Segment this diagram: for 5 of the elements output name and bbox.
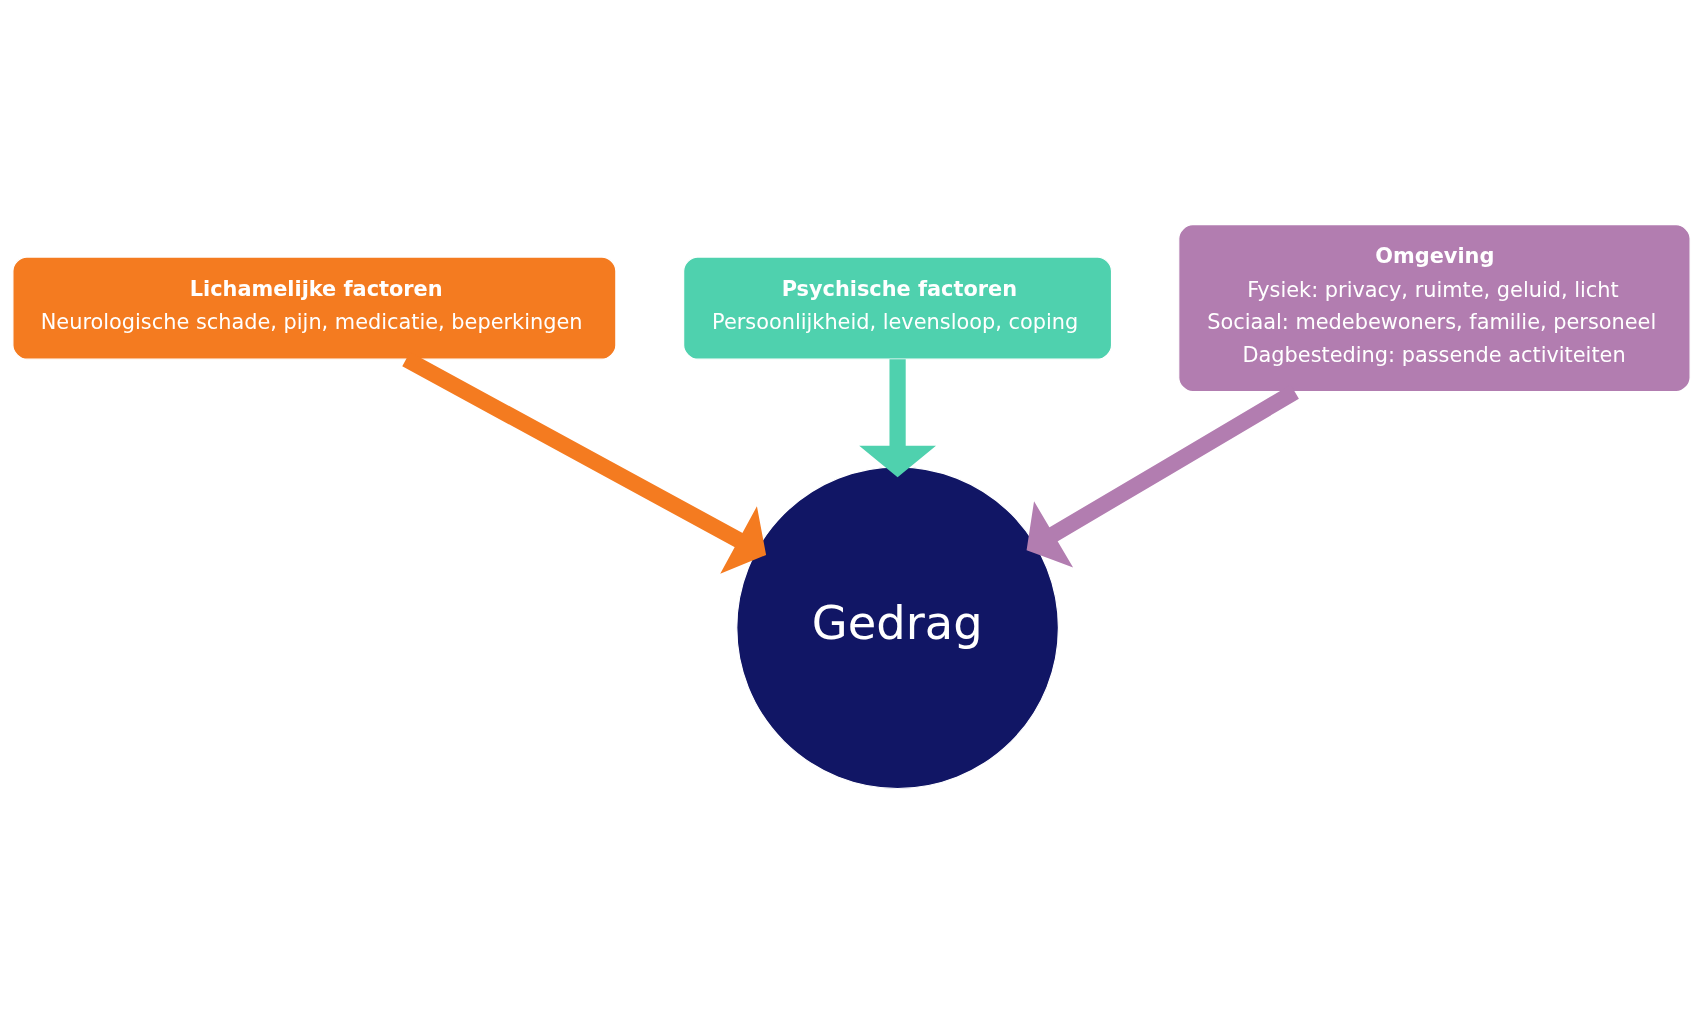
- node-box: Lichamelijke factoren Neurologische schade, pijn, medicatie, beperkingen: [12, 256, 617, 360]
- node-circle: Gedrag: [736, 466, 1059, 790]
- arrow: [859, 359, 936, 478]
- node-box: Psychische factoren Persoonlijkheid, levensloop, coping: [683, 256, 1113, 360]
- node-box: Omgeving Fysiek: privacy, ruimte, geluid, licht Sociaal: medebewoners, familie, personeel Dagbesteding: passende activiteiten: [1178, 224, 1691, 393]
